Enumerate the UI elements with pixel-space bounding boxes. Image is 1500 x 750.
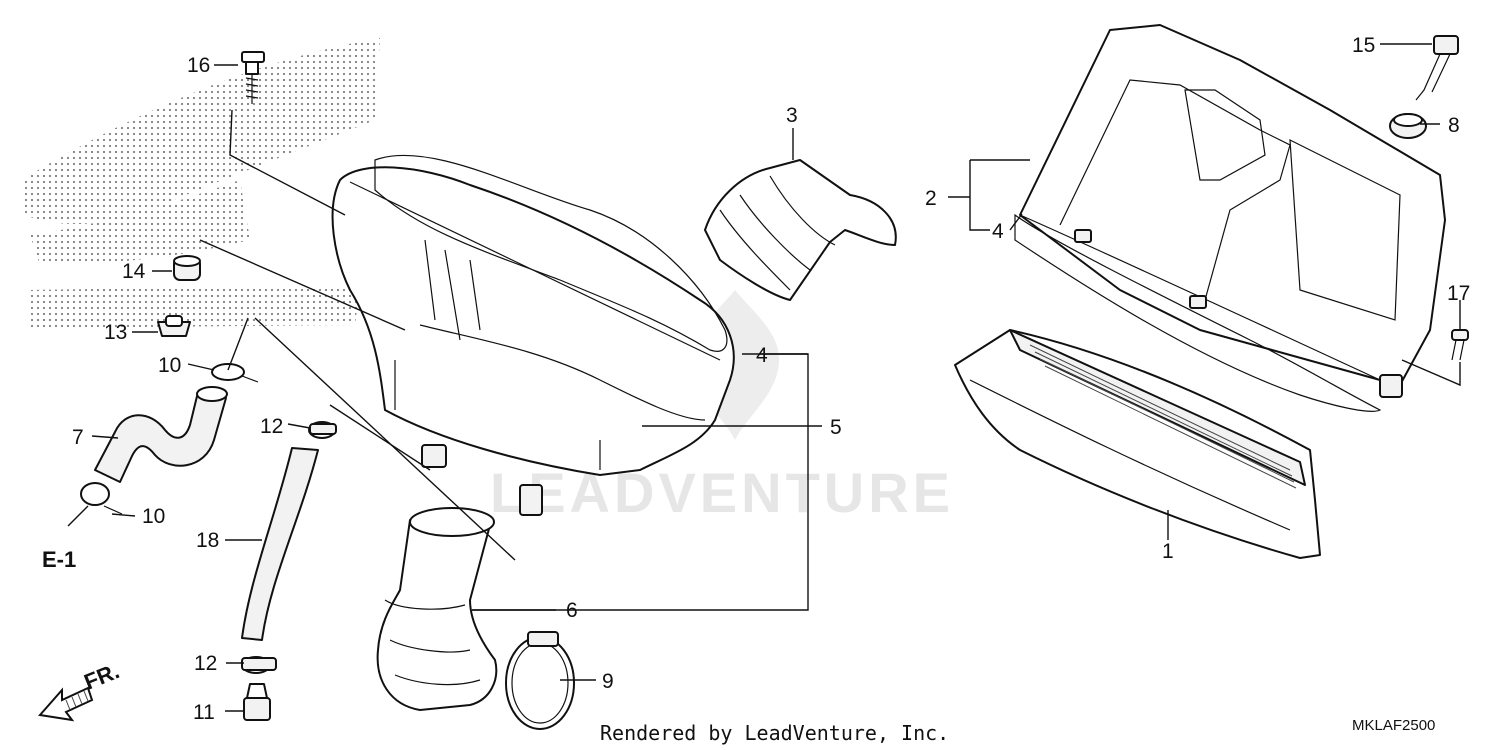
callout-4-cover: 4: [992, 220, 1004, 243]
part-9-band[interactable]: [505, 631, 575, 730]
front-direction-indicator: FR.: [38, 658, 123, 722]
callout-labels: 16 14 13 10 7 10 12 18 12 11 3 4 5 6 9 2…: [72, 34, 1470, 724]
callout-10-upper: 10: [158, 354, 181, 377]
callout-11: 11: [193, 701, 215, 724]
part-5-air-cleaner-case[interactable]: [331, 154, 735, 516]
callout-3: 3: [786, 104, 798, 127]
callout-8: 8: [1448, 114, 1460, 137]
callout-2: 2: [925, 187, 937, 210]
callout-15: 15: [1352, 34, 1375, 57]
callout-7: 7: [72, 426, 84, 449]
part-1-air-element[interactable]: [954, 329, 1321, 559]
part-12-clamp-lower[interactable]: [241, 656, 277, 674]
part-13-collar[interactable]: [157, 315, 191, 337]
part-10-clip-upper[interactable]: [211, 363, 259, 383]
part-12-clamp-upper[interactable]: [308, 421, 337, 439]
front-label: FR.: [81, 658, 123, 694]
callout-5: 5: [830, 416, 842, 439]
callout-16: 16: [187, 54, 210, 77]
callout-9: 9: [602, 670, 614, 693]
part-4-seal-cover[interactable]: [1014, 213, 1382, 412]
callout-12-lower: 12: [194, 652, 217, 675]
reference-label: E-1: [42, 547, 76, 572]
reference-e1: E-1: [42, 547, 76, 572]
callout-18: 18: [196, 529, 219, 552]
callout-10-lower: 10: [142, 505, 165, 528]
callout-14: 14: [122, 260, 146, 283]
wing-logo-watermark: [25, 38, 380, 328]
callout-12-upper: 12: [260, 415, 283, 438]
part-3-intake-duct[interactable]: [704, 159, 897, 301]
part-7-drain-hose[interactable]: [94, 386, 228, 483]
part-2-cover[interactable]: [1019, 24, 1446, 398]
part-14-grommet[interactable]: [173, 255, 201, 281]
part-11-plug[interactable]: [243, 683, 271, 721]
rendered-by-credit: Rendered by LeadVenture, Inc.: [600, 721, 949, 745]
watermark-text: LEADVENTURE: [490, 461, 954, 524]
callout-6: 6: [566, 599, 578, 622]
part-8-grommet[interactable]: [1389, 113, 1427, 139]
callout-17: 17: [1447, 282, 1470, 305]
callout-13: 13: [104, 321, 127, 344]
part-6-intake-boot[interactable]: [376, 507, 498, 711]
part-18-hose[interactable]: [241, 447, 319, 641]
element-filter-mesh: [1029, 344, 1297, 489]
part-10-clip-lower[interactable]: [80, 482, 123, 515]
part-17-screw[interactable]: [1451, 329, 1469, 361]
part-16-bolt[interactable]: [241, 51, 265, 104]
leader-lines: [67, 43, 1461, 712]
diagram-code: MKLAF2500: [1352, 717, 1435, 734]
part-15-screw[interactable]: [1415, 35, 1459, 101]
callout-1: 1: [1162, 540, 1174, 563]
callout-4-case: 4: [756, 344, 768, 367]
